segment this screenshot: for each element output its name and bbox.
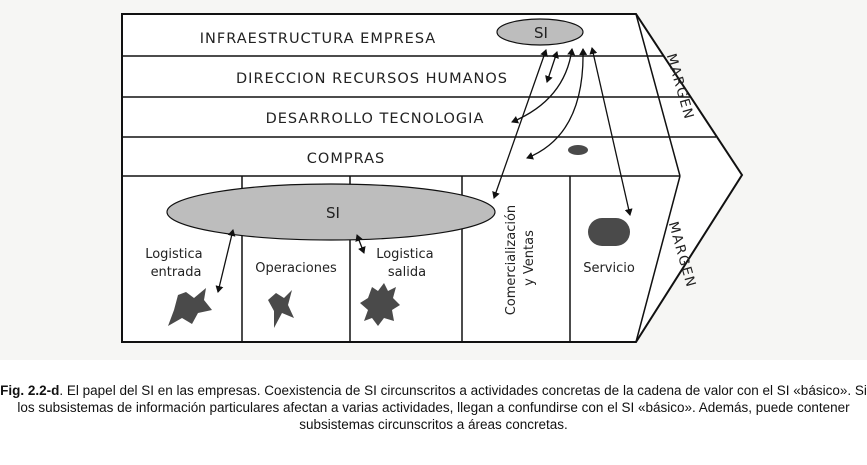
logistica-entrada-subsystem-shape	[168, 288, 212, 326]
compras-subsystem-shape	[568, 145, 588, 155]
link-arrow	[589, 47, 633, 216]
primary-activity-label: Servicio	[583, 261, 635, 276]
support-row-label: INFRAESTRUCTURA EMPRESA	[200, 31, 436, 47]
link-arrow	[526, 48, 588, 160]
link-arrow	[215, 229, 236, 293]
support-row-label: DESARROLLO TECNOLOGIA	[266, 111, 485, 127]
link-arrow	[355, 234, 366, 254]
primary-activity-label: Operaciones	[255, 261, 337, 276]
si-main-label: SI	[326, 204, 340, 222]
primary-activity-label: Logistica salida	[376, 247, 438, 280]
si-top-ellipse	[496, 18, 584, 46]
si-top-label: SI	[534, 24, 548, 42]
logistica-salida-subsystem-shape	[360, 283, 400, 326]
figure-caption: Fig. 2.2-d. El papel del SI en las empre…	[0, 382, 867, 433]
support-row-label: DIRECCION RECURSOS HUMANOS	[236, 71, 508, 87]
servicio-subsystem-shape	[588, 218, 630, 246]
primary-activity-label: Comercialización y Ventas	[504, 201, 537, 316]
primary-activity-label: Logistica entrada	[145, 247, 207, 280]
caption-text: . El papel del SI en las empresas. Coexi…	[17, 383, 867, 432]
si-main-ellipse	[166, 183, 496, 241]
margin-boundary	[635, 13, 681, 177]
operaciones-subsystem-shape	[268, 290, 294, 328]
support-row-label: COMPRAS	[307, 151, 385, 167]
value-chain-diagram: INFRAESTRUCTURA EMPRESA DIRECCION RECURS…	[0, 0, 867, 360]
figure-ref: Fig. 2.2-d	[0, 383, 60, 398]
margin-boundary	[635, 175, 681, 343]
